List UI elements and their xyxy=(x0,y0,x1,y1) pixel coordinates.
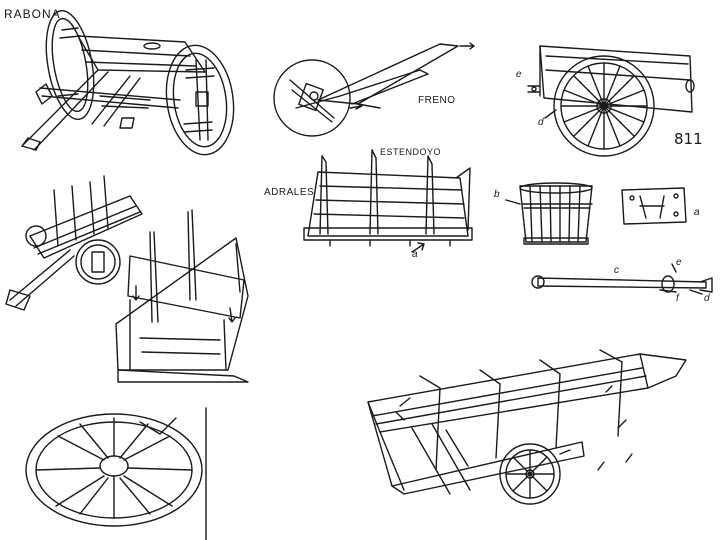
label-e-axle: e xyxy=(676,257,682,268)
label-a-bracket: a xyxy=(694,207,700,218)
large-wagon-drawing xyxy=(367,349,687,505)
freno-brake-drawing xyxy=(273,42,475,137)
label-b-bucket: b xyxy=(494,189,500,200)
rabona-cart-drawing xyxy=(21,10,235,156)
stake-box-drawing xyxy=(115,209,249,383)
label-d-axle: d xyxy=(704,293,710,304)
label-d-top: d xyxy=(538,117,544,128)
label-rabona: RABONA xyxy=(4,7,61,21)
label-freno: FRENO xyxy=(418,95,456,106)
staked-cart-drawing xyxy=(5,175,143,311)
bucket-drawing xyxy=(505,182,593,245)
label-e-top: e xyxy=(516,69,522,80)
label-c-axle: c xyxy=(614,265,619,276)
label-estendoyo: ESTENDOYO xyxy=(380,147,442,157)
label-f-axle: f xyxy=(676,293,679,304)
adrales-rack-drawing xyxy=(303,149,473,253)
large-wheel-drawing xyxy=(25,407,207,540)
spoked-cart-drawing xyxy=(527,45,695,157)
bracket-plate-drawing xyxy=(621,187,687,225)
label-adrales: ADRALES xyxy=(264,187,315,198)
axle-bar-drawing xyxy=(531,263,713,295)
label-a-adrales: a xyxy=(412,249,418,260)
label-plate-number: 811 xyxy=(674,130,703,148)
